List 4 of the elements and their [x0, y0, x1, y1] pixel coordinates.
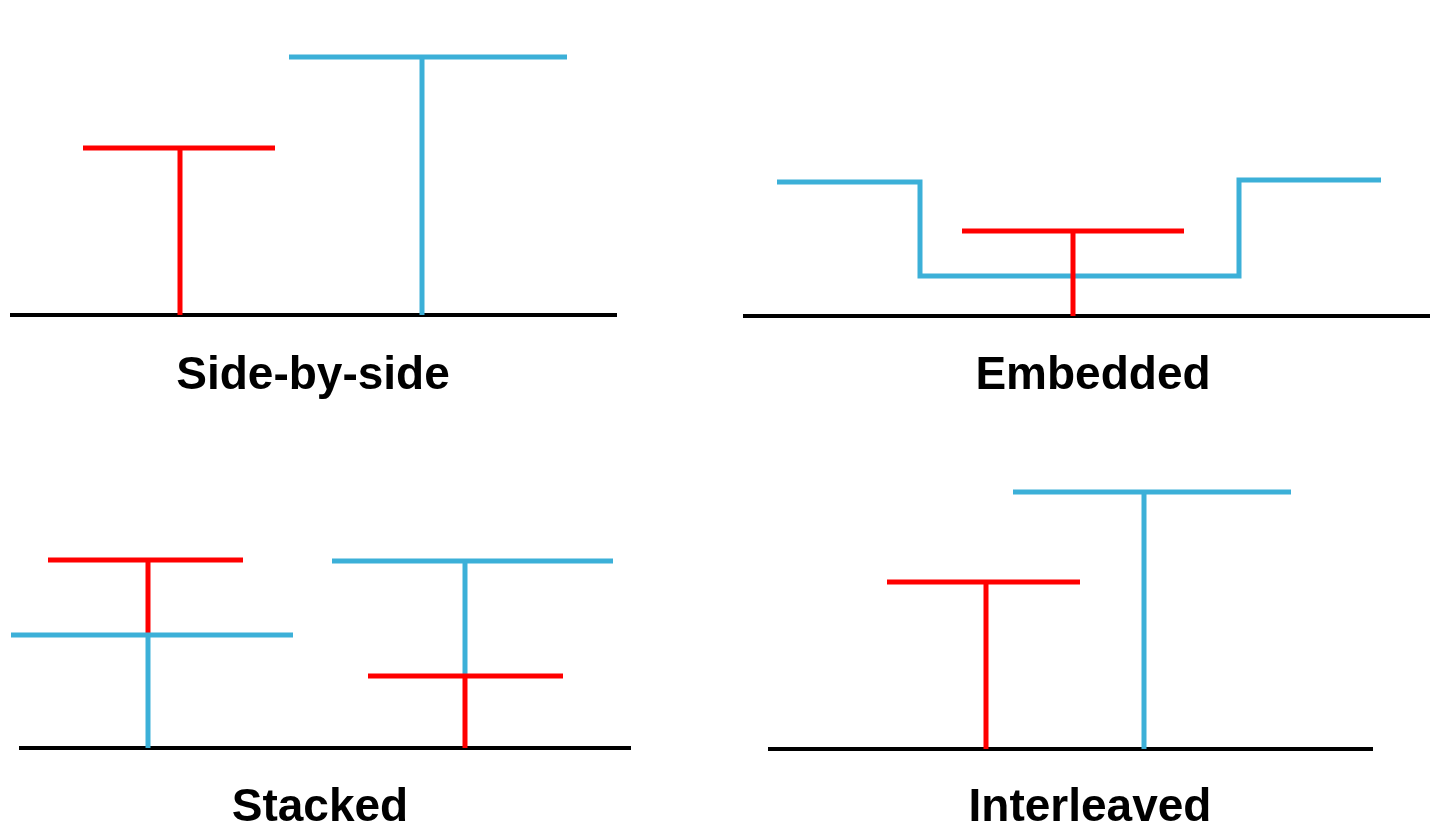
- panel-caption: Stacked: [231, 779, 409, 831]
- panel-caption: Side-by-side: [176, 347, 450, 399]
- panel-caption: Embedded: [975, 347, 1211, 399]
- panel-caption: Interleaved: [968, 779, 1212, 831]
